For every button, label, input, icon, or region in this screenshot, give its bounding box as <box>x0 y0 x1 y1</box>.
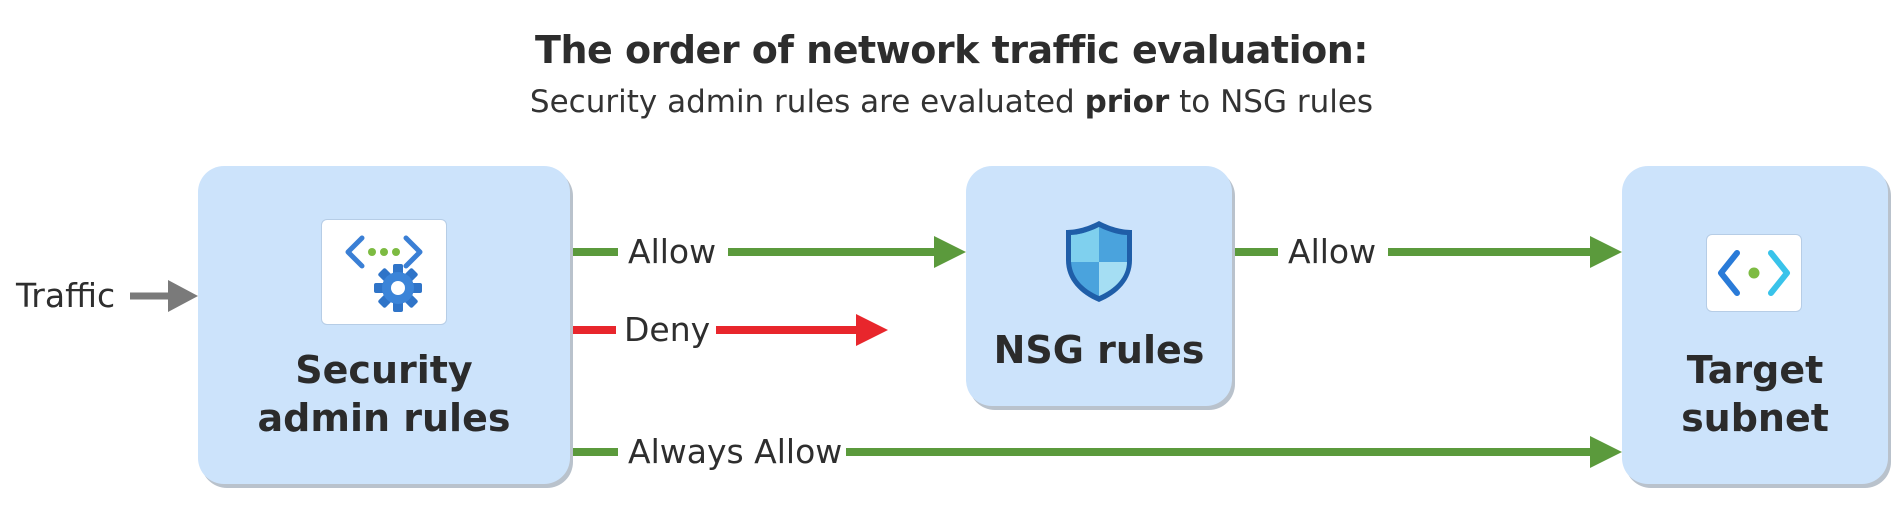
subnet-icon <box>1706 234 1802 312</box>
security-admin-rules-label-line2: admin rules <box>257 396 511 440</box>
nsg-allow-arrow <box>1234 236 1622 268</box>
deny-label: Deny <box>624 310 711 349</box>
network-gear-icon <box>321 219 447 325</box>
traffic-input-arrow <box>130 280 198 312</box>
nsg-rules-label: NSG rules <box>993 328 1205 372</box>
allow-label: Allow <box>628 232 717 271</box>
security-admin-rules-label-line1: Security <box>295 348 473 392</box>
target-subnet-node: Target subnet <box>1622 166 1888 484</box>
diagram-subtitle: Security admin rules are evaluated prior… <box>0 84 1903 120</box>
security-admin-rules-node: Security admin rules <box>198 166 570 484</box>
security-admin-rules-label: Security admin rules <box>198 346 570 442</box>
nsg-allow-label: Allow <box>1288 232 1377 271</box>
target-subnet-label: Target subnet <box>1622 346 1888 442</box>
always-allow-arrow <box>572 436 1622 468</box>
diagram-title: The order of network traffic evaluation: <box>535 28 1368 72</box>
subtitle-emphasis: prior <box>1084 84 1170 120</box>
always-allow-label: Always Allow <box>628 432 843 471</box>
target-subnet-label-line1: Target <box>1686 348 1824 392</box>
nsg-rules-node: NSG rules <box>966 166 1232 406</box>
target-subnet-label-line2: subnet <box>1681 396 1829 440</box>
subtitle-text-before: Security admin rules are evaluated <box>529 84 1085 120</box>
traffic-label: Traffic <box>16 276 116 315</box>
subtitle-text-after: to NSG rules <box>1169 84 1374 120</box>
shield-icon <box>1062 218 1136 304</box>
deny-arrow <box>572 314 888 346</box>
allow-to-nsg-arrow <box>572 236 966 268</box>
